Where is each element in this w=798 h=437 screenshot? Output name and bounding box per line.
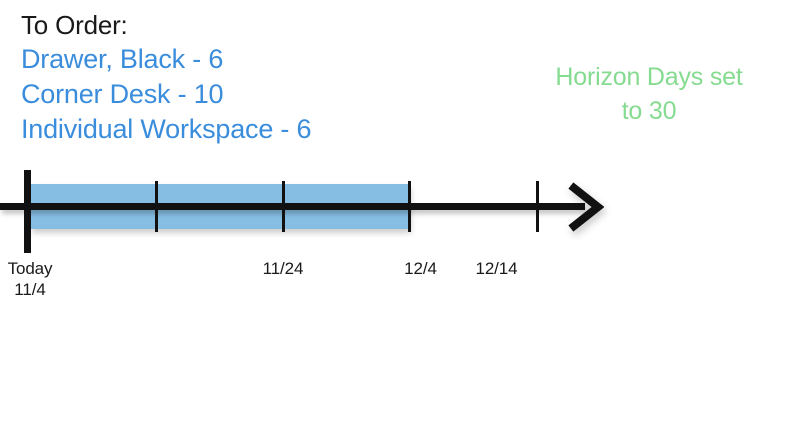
order-panel-heading: To Order: bbox=[21, 10, 128, 40]
tick-11-14 bbox=[155, 181, 158, 232]
today-label-word: Today bbox=[7, 259, 53, 278]
tick-label-12-4: 12/4 bbox=[404, 259, 437, 278]
tick-label-today: Today 11/4 bbox=[0, 258, 60, 300]
tick-12-14 bbox=[536, 181, 539, 232]
horizon-note-line-2: to 30 bbox=[621, 97, 677, 125]
timeline-axis-line bbox=[0, 203, 585, 210]
timeline: Today 11/4 11/24 12/4 12/14 bbox=[0, 160, 798, 320]
order-panel: To Order: Drawer, Black - 6 Corner Desk … bbox=[21, 8, 481, 147]
arrow-right-icon bbox=[568, 182, 604, 232]
tick-label-12-14: 12/14 bbox=[475, 259, 518, 278]
tick-today bbox=[24, 170, 31, 253]
tick-11-24 bbox=[282, 181, 285, 232]
tick-label-11-24: 11/24 bbox=[262, 259, 304, 278]
horizon-note-line-1: Horizon Days set bbox=[555, 63, 743, 91]
order-list-item: Drawer, Black - 6 bbox=[21, 44, 224, 74]
tick-12-4 bbox=[408, 181, 411, 232]
order-list-item: Individual Workspace - 6 bbox=[21, 114, 312, 144]
order-list-item: Corner Desk - 10 bbox=[21, 79, 224, 109]
today-label-date: 11/4 bbox=[14, 280, 46, 299]
horizon-days-note: Horizon Days set to 30 bbox=[516, 60, 782, 128]
